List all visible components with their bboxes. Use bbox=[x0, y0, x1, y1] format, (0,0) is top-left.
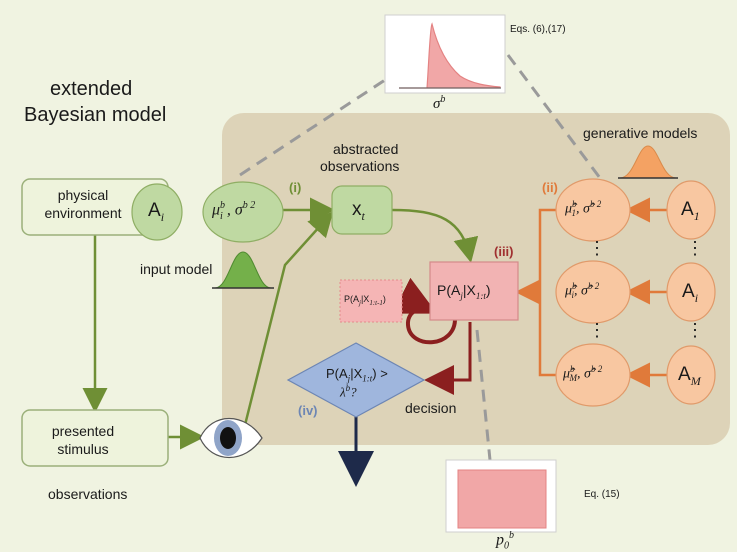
step-iii-label: (iii) bbox=[494, 244, 514, 259]
node-posterior bbox=[429, 261, 519, 321]
mu-sigma-text: μbi , σb 2 bbox=[212, 200, 256, 222]
decision-label: decision bbox=[405, 400, 457, 416]
sigma-eqs-label: Eqs. (6),(17) bbox=[510, 24, 566, 35]
abstracted-line-2: observations bbox=[320, 158, 400, 174]
node-mu-sigma bbox=[202, 181, 284, 243]
generative-models-label: generative models bbox=[583, 125, 698, 141]
step-iv-label: (iv) bbox=[298, 403, 318, 418]
a-m-sub: M bbox=[690, 373, 701, 388]
a-m-text: AM bbox=[678, 364, 701, 388]
gen-m-text: μ̂bM, σ̂b 2 bbox=[563, 364, 603, 384]
sigma-distribution-curve bbox=[399, 22, 501, 89]
a-i-right-sub: i bbox=[694, 290, 699, 305]
eye-to-xt-arrow bbox=[243, 211, 334, 426]
decision-text-line-1: P(Aj|X1:t) > bbox=[326, 366, 388, 384]
p0-symbol-label: p0b bbox=[496, 530, 514, 552]
node-x-t bbox=[331, 185, 393, 235]
physical-env-line-2: environment bbox=[44, 205, 122, 221]
observations-label: observations bbox=[48, 486, 128, 502]
x-t-sub: t bbox=[361, 208, 365, 223]
node-a-i bbox=[131, 183, 183, 241]
step-i-label: (i) bbox=[289, 180, 302, 195]
posterior-text: P(Aj|X1:t) bbox=[437, 282, 491, 301]
node-a-1 bbox=[666, 180, 716, 240]
p0-sup: b bbox=[509, 530, 514, 541]
gen-1-text: μ̂b1, σ̂b 2 bbox=[565, 199, 602, 219]
generative-gaussian-icon bbox=[619, 145, 677, 179]
presented-stimulus-box bbox=[21, 409, 169, 467]
gen-model-m bbox=[555, 343, 631, 407]
sigma-projection-left bbox=[239, 78, 386, 177]
a-1-sub: 1 bbox=[693, 208, 700, 223]
a-i-sub: i bbox=[160, 209, 165, 224]
presented-stimulus-line-1: presented bbox=[51, 423, 115, 439]
a-1-text: A1 bbox=[681, 199, 700, 223]
node-prior bbox=[339, 279, 403, 323]
gen-model-1 bbox=[555, 178, 631, 242]
p0-sub: 0 bbox=[504, 540, 509, 552]
a-i-right-text: Ai bbox=[682, 281, 699, 305]
posterior-sub: 1:t bbox=[475, 290, 486, 301]
input-model-gaussian-icon bbox=[214, 251, 272, 289]
ellipsis-gen-2: ⋮ bbox=[588, 320, 606, 340]
sigma-projection-right bbox=[506, 54, 602, 179]
sigma-symbol-label: σb bbox=[433, 94, 446, 112]
step-ii-label: (ii) bbox=[542, 180, 558, 195]
abstracted-line-1: abstracted bbox=[333, 141, 399, 157]
recursion-loop-arrow bbox=[392, 277, 458, 345]
physical-env-line-1: physical bbox=[57, 187, 109, 203]
gen-i-text: μ̂bi, σ̂b 2 bbox=[565, 281, 600, 301]
prior-text: P(Aj|X1:t-1) bbox=[344, 294, 386, 307]
presented-stimulus-text: presented stimulus bbox=[30, 422, 136, 458]
ellipsis-gen-1: ⋮ bbox=[588, 238, 606, 258]
prior-sub: 1:t-1 bbox=[369, 298, 383, 307]
decision-diamond bbox=[286, 342, 426, 418]
input-model-label: input model bbox=[140, 261, 213, 277]
gen-model-i bbox=[555, 260, 631, 324]
xt-to-posterior-arrow bbox=[391, 208, 479, 263]
sigma-sup: b bbox=[440, 94, 446, 105]
p0-eq-label: Eq. (15) bbox=[584, 489, 620, 500]
node-a-m bbox=[666, 345, 716, 405]
ellipsis-a-1: ⋮ bbox=[686, 238, 704, 258]
eye-icon bbox=[199, 417, 263, 459]
x-t-text: xt bbox=[352, 199, 365, 223]
presented-stimulus-line-2: stimulus bbox=[57, 441, 109, 457]
decision-text-line-2: λb? bbox=[340, 383, 357, 400]
node-a-i-right bbox=[666, 262, 716, 322]
title-line-2: Bayesian model bbox=[24, 104, 167, 126]
a-i-text: Ai bbox=[148, 200, 165, 224]
title-line-1: extended bbox=[50, 78, 133, 100]
p0-uniform-block bbox=[457, 469, 547, 529]
ellipsis-a-2: ⋮ bbox=[686, 320, 704, 340]
physical-env-text: physical environment bbox=[30, 186, 136, 222]
posterior-to-decision-arrow bbox=[424, 322, 472, 395]
p0-projection bbox=[475, 329, 492, 461]
